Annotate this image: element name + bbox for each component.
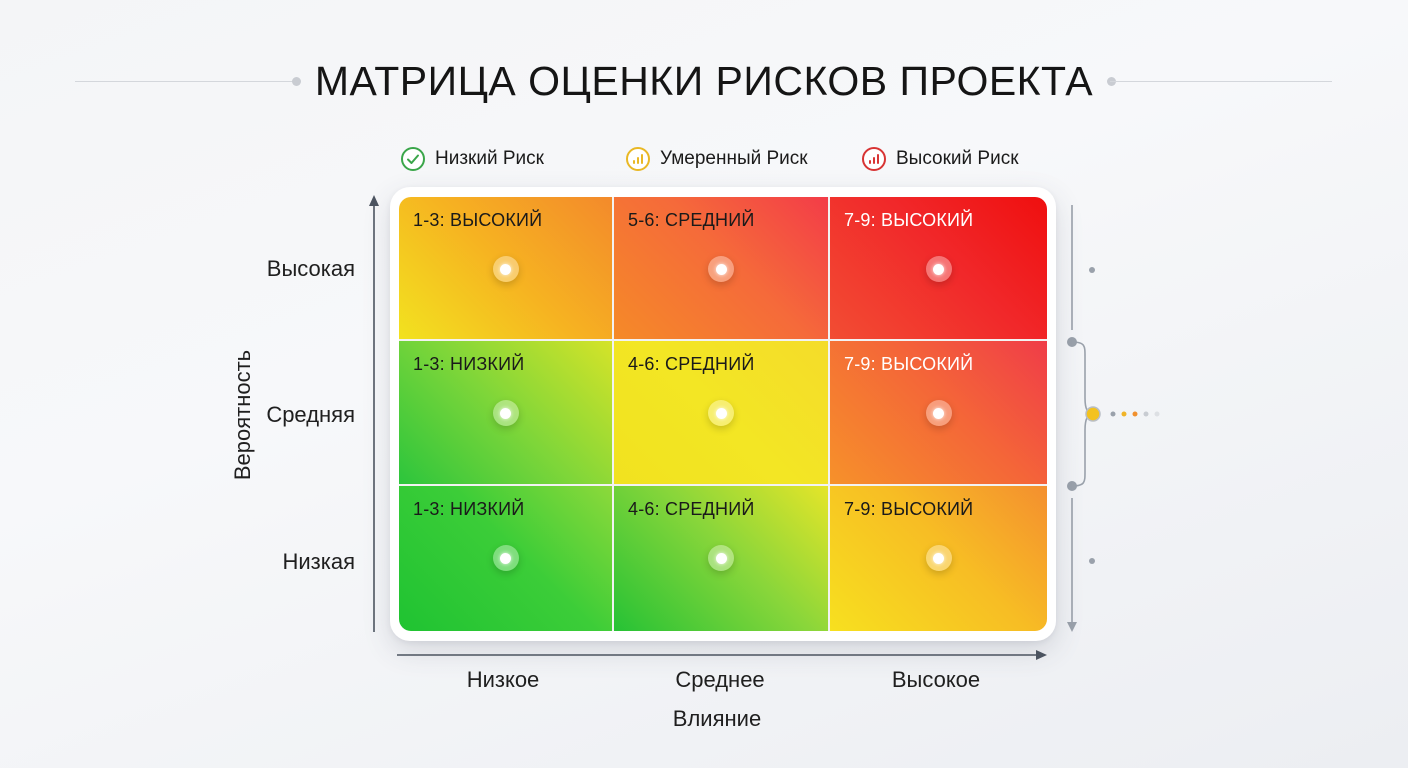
scale-dot — [1132, 411, 1138, 417]
scale-indicator — [1085, 406, 1101, 422]
cell-label: 7-9: ВЫСОКИЙ — [844, 210, 974, 230]
cell-label: 7-9: ВЫСОКИЙ — [844, 354, 974, 374]
check-icon — [401, 147, 425, 171]
title-bar: МАТРИЦА ОЦЕНКИ РИСКОВ ПРОЕКТА — [0, 52, 1408, 114]
bar-chart-icon — [862, 147, 886, 171]
x-axis-arrow-icon — [1036, 650, 1047, 660]
legend-label: Высокий Риск — [896, 148, 1019, 169]
cell-marker — [708, 545, 734, 571]
matrix-cell: 7-9: ВЫСОКИЙ — [830, 197, 1047, 341]
scale-dot — [1154, 411, 1160, 417]
cell-marker — [492, 256, 519, 282]
matrix-cell: 5-6: СРЕДНИЙ — [614, 197, 830, 341]
legend-item-low: Низкий Риск — [401, 147, 544, 171]
cell-marker — [492, 400, 519, 426]
scale-node — [1067, 337, 1077, 347]
cell-marker — [925, 400, 952, 426]
legend-item-high: Высокий Риск — [862, 147, 1019, 171]
matrix-cell: 1-3: НИЗКИЙ — [399, 341, 614, 486]
cell-label: 4-6: СРЕДНИЙ — [628, 499, 755, 519]
scale-node — [1067, 481, 1077, 491]
cell-label: 4-6: СРЕДНИЙ — [628, 354, 755, 374]
bar-chart-icon — [626, 147, 650, 171]
cell-label: 7-9: ВЫСОКИЙ — [844, 499, 974, 519]
scale-arrow-icon — [1067, 622, 1077, 632]
y-level-label: Средняя — [266, 402, 355, 427]
cell-label: 1-3: НИЗКИЙ — [413, 499, 525, 519]
scale-dot — [1089, 558, 1095, 564]
legend-item-moderate: Умеренный Риск — [626, 147, 808, 171]
x-level-label: Среднее — [675, 667, 765, 692]
matrix-cell: 4-6: СРЕДНИЙ — [614, 341, 830, 486]
x-axis-title: Влияние — [672, 706, 762, 731]
matrix-cell: 7-9: ВЫСОКИЙ — [830, 341, 1047, 486]
scale-dot — [1110, 411, 1116, 417]
risk-matrix-grid: 1-3: ВЫСОКИЙ 5-6: СРЕДНИЙ 7-9: ВЫСОКИЙ 1… — [399, 197, 1047, 631]
title-divider-right — [1110, 81, 1332, 82]
matrix-cell: 4-6: СРЕДНИЙ — [614, 486, 830, 631]
scale-dot — [1121, 411, 1127, 417]
matrix-cell: 1-3: НИЗКИЙ — [399, 486, 614, 631]
scale-dot — [1143, 411, 1149, 417]
y-level-label: Высокая — [266, 256, 355, 281]
cell-marker — [925, 545, 952, 571]
matrix-cell: 7-9: ВЫСОКИЙ — [830, 486, 1047, 631]
title-divider-dot-left — [292, 77, 301, 86]
cell-label: 1-3: ВЫСОКИЙ — [413, 210, 543, 230]
cell-label: 1-3: НИЗКИЙ — [413, 354, 525, 374]
cell-marker — [925, 256, 952, 282]
title-divider-left — [75, 81, 297, 82]
legend-label: Низкий Риск — [435, 148, 544, 169]
legend-label: Умеренный Риск — [660, 148, 808, 169]
risk-matrix-board: 1-3: ВЫСОКИЙ 5-6: СРЕДНИЙ 7-9: ВЫСОКИЙ 1… — [390, 187, 1056, 641]
cell-label: 5-6: СРЕДНИЙ — [628, 210, 755, 230]
y-axis-arrow-icon — [369, 195, 379, 206]
matrix-cell: 1-3: ВЫСОКИЙ — [399, 197, 614, 341]
y-level-label: Низкая — [282, 549, 355, 574]
x-level-label: Высокое — [891, 667, 981, 692]
page-title: МАТРИЦА ОЦЕНКИ РИСКОВ ПРОЕКТА — [314, 58, 1094, 104]
cell-marker — [708, 400, 734, 426]
cell-marker — [708, 256, 734, 282]
x-level-label: Низкое — [466, 667, 540, 692]
scale-dot — [1089, 267, 1095, 273]
cell-marker — [492, 545, 519, 571]
